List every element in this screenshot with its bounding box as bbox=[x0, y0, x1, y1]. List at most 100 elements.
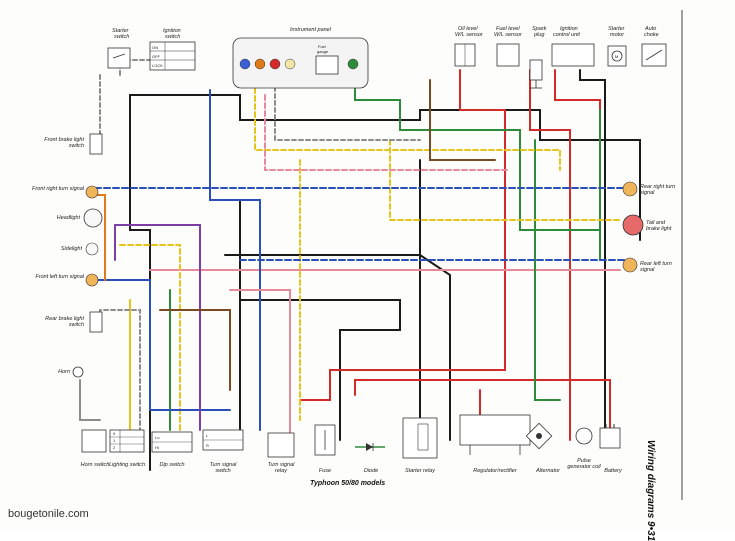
starter-switch-label: Starter bbox=[112, 28, 130, 34]
ignition-control-unit bbox=[551, 43, 595, 67]
front-left-turn-bulb bbox=[85, 273, 99, 287]
diode-symbol bbox=[355, 443, 385, 451]
starter-motor-label-2: motor bbox=[610, 32, 625, 38]
wire-black-top bbox=[129, 94, 541, 121]
rear-brake-switch bbox=[89, 311, 103, 333]
label-rear-left-turn: Rear left turn signal bbox=[640, 261, 672, 273]
fuel-level-sensor bbox=[496, 43, 520, 67]
lighting-pos-2: 2 bbox=[113, 445, 116, 450]
battery-box bbox=[599, 424, 621, 449]
starter-relay-box bbox=[402, 417, 438, 459]
lighting-pos-1: 1 bbox=[113, 438, 116, 443]
wire-black-rear bbox=[539, 109, 641, 241]
wire-red-top bbox=[554, 69, 601, 111]
instrument-panel-label: Instrument panel bbox=[290, 27, 332, 33]
label-turn-signal-switch: Turn signal switch bbox=[209, 462, 237, 474]
turn-signal-switch-box bbox=[202, 429, 244, 451]
warning-lamp-turn-left bbox=[254, 58, 266, 70]
label-horn: Horn bbox=[58, 369, 70, 375]
starter-motor-label: Starter bbox=[608, 26, 626, 32]
starter-motor: M bbox=[607, 45, 627, 67]
tail-brake-bulb bbox=[622, 214, 644, 236]
rear-right-turn-bulb bbox=[622, 181, 638, 197]
wire-grey-5 bbox=[79, 379, 101, 421]
wire-red-4 bbox=[354, 379, 611, 431]
dip-pos-lo: Lo bbox=[155, 435, 160, 440]
wire-green-1 bbox=[354, 69, 601, 231]
ignition-pos-2: LOCK bbox=[152, 63, 163, 68]
label-alternator: Alternator bbox=[536, 468, 560, 474]
wire-yellow-4 bbox=[389, 139, 621, 221]
pulse-generator-coil bbox=[575, 427, 593, 445]
auto-choke-label-2: choke bbox=[644, 32, 659, 38]
front-brake-switch bbox=[89, 133, 103, 155]
wire-green-2 bbox=[534, 139, 561, 401]
ignition-switch-label: Ignition bbox=[163, 28, 181, 34]
label-tail-brake-light: Tail and brake light bbox=[646, 220, 672, 232]
label-rear-brake-switch: Rear brake light switch bbox=[45, 316, 84, 328]
starter-switch bbox=[107, 47, 131, 69]
wire-purple-1 bbox=[114, 224, 201, 431]
label-lighting-switch: Lighting switch bbox=[108, 462, 146, 468]
fuel-level-sensor-label: Fuel level bbox=[496, 26, 520, 32]
label-battery: Battery bbox=[604, 468, 622, 474]
fuel-gauge-label-2: gauge bbox=[317, 49, 329, 54]
ignition-control-unit-label: Ignition bbox=[560, 26, 578, 32]
wire-red-1 bbox=[299, 69, 506, 401]
page-side-title: Wiring diagrams 9•31 bbox=[645, 440, 656, 541]
label-sidelight: Sidelight bbox=[60, 246, 82, 252]
turn-pos-r: R bbox=[206, 443, 209, 448]
fuel-gauge-label: Fuel bbox=[318, 44, 326, 49]
wire-blue-2 bbox=[94, 279, 231, 411]
horn-device bbox=[72, 366, 84, 378]
label-pulse-generator: Pulse generator coil bbox=[567, 458, 601, 470]
watermark-text: bougetonile.com bbox=[8, 508, 89, 520]
ignition-pos-0: ON bbox=[152, 45, 158, 50]
starter-switch-label-2: switch bbox=[114, 34, 129, 40]
lighting-switch-box bbox=[109, 429, 145, 453]
label-diode: Diode bbox=[363, 468, 379, 474]
fuse-box bbox=[314, 424, 336, 456]
wire-black-lower bbox=[239, 299, 401, 441]
spark-plug bbox=[529, 59, 543, 89]
warning-lamp-beam bbox=[239, 58, 251, 70]
wire-yellow-2 bbox=[119, 244, 181, 431]
wire-black-ground bbox=[579, 69, 606, 431]
svg-text:M: M bbox=[615, 54, 618, 59]
dip-switch-box bbox=[151, 431, 193, 453]
wires bbox=[79, 59, 641, 471]
ignition-control-unit-label-2: control unit bbox=[553, 32, 580, 38]
wire-black-mid bbox=[224, 254, 451, 441]
label-front-left-turn: Front left turn signal bbox=[35, 274, 84, 280]
ignition-pos-1: OFF bbox=[152, 54, 161, 59]
wire-yellow-1 bbox=[254, 79, 561, 171]
turn-signal-relay-box bbox=[267, 432, 295, 458]
rear-left-turn-bulb bbox=[622, 257, 638, 273]
ignition-switch-label-2: switch bbox=[165, 34, 180, 40]
wire-grey-4 bbox=[274, 79, 421, 141]
regulator-rectifier-box bbox=[459, 414, 531, 455]
turn-pos-l: L bbox=[206, 433, 209, 438]
label-headlight: Headlight bbox=[56, 215, 80, 221]
label-regulator-rectifier: Regulator/rectifier bbox=[473, 468, 517, 474]
fuel-level-sensor-label-2: W/L sensor bbox=[494, 32, 523, 38]
spark-plug-label: Spark bbox=[532, 26, 547, 32]
warning-lamp-turn-right bbox=[347, 58, 359, 70]
headlight-bulb bbox=[83, 208, 103, 228]
front-right-turn-bulb bbox=[85, 185, 99, 199]
alternator-symbol bbox=[525, 422, 553, 450]
dip-pos-hi: Hi bbox=[155, 445, 159, 450]
sidelight-bulb bbox=[85, 242, 99, 256]
label-fuse: Fuse bbox=[318, 468, 332, 474]
wire-brown-2 bbox=[429, 79, 496, 161]
horn-switch-box bbox=[81, 429, 107, 453]
oil-level-sensor-label: Oil level bbox=[458, 26, 478, 32]
fuel-gauge-box bbox=[315, 55, 339, 75]
label-horn-switch: Horn switch bbox=[80, 462, 110, 468]
warning-lamp-fuel bbox=[284, 58, 296, 70]
label-front-right-turn: Front right turn signal bbox=[32, 186, 84, 192]
lighting-pos-0: 0 bbox=[113, 431, 116, 436]
warning-lamp-oil bbox=[269, 58, 281, 70]
instrument-panel bbox=[232, 37, 369, 89]
auto-choke bbox=[641, 43, 667, 67]
